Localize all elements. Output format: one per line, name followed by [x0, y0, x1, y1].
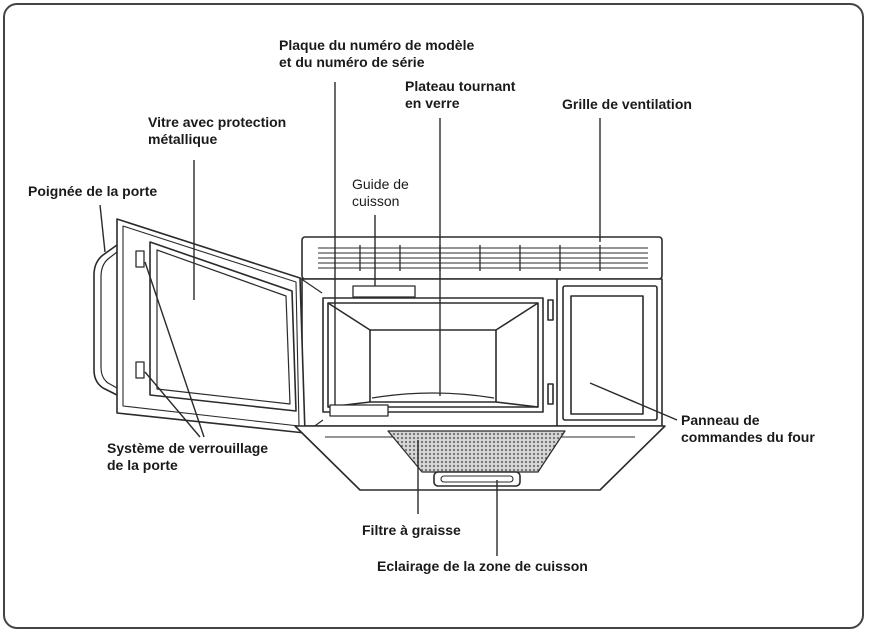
label-model-plate: Plaque du numéro de modèle et du numéro … [279, 37, 475, 70]
label-control-panel: Panneau de commandes du four [681, 412, 815, 445]
label-vent-grille: Grille de ventilation [562, 96, 692, 112]
label-turntable: Plateau tournant en verre [405, 78, 516, 111]
label-cooking-guide: Guide de cuisson [352, 176, 409, 209]
label-cooktop-light: Eclairage de la zone de cuisson [377, 558, 588, 574]
leader-latch-top [144, 261, 205, 438]
leader-door-handle [99, 204, 106, 253]
label-window: Vitre avec protection métallique [148, 114, 287, 147]
label-door-handle: Poignée de la porte [28, 183, 158, 199]
diagram-frame [3, 3, 864, 629]
oven-door [116, 218, 324, 434]
hood-bottom [294, 425, 666, 491]
leader-lines [99, 82, 678, 556]
label-door-latch: Système de verrouillage de la porte [107, 440, 269, 473]
oven-cavity [322, 285, 544, 417]
door-handle [93, 244, 118, 396]
label-grease-filter: Filtre à graisse [362, 522, 461, 538]
leader-control-panel [589, 382, 678, 421]
control-panel [562, 285, 658, 421]
vent-top [301, 236, 663, 280]
leader-latch-bottom [144, 371, 201, 438]
